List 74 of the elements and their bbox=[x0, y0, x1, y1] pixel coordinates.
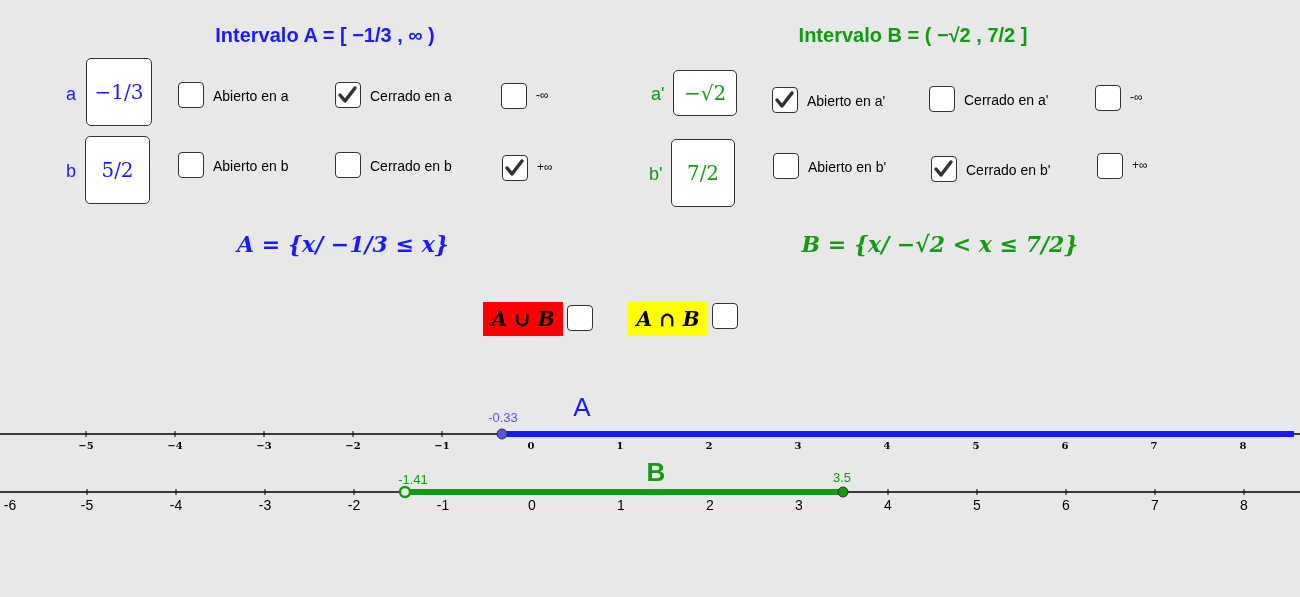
checkbox-label: Abierto en a' bbox=[807, 93, 886, 109]
checkbox bbox=[335, 152, 361, 178]
tick-label: 1 bbox=[616, 440, 624, 451]
tick-label: −4 bbox=[167, 440, 183, 451]
tick-label: 1 bbox=[617, 497, 625, 513]
tick-label: 3 bbox=[794, 440, 802, 451]
tick-label: 8 bbox=[1239, 440, 1247, 451]
checkbox bbox=[567, 305, 593, 331]
checkbox bbox=[178, 152, 204, 178]
set-operation-label: A ∩ B bbox=[628, 302, 708, 336]
set-formula: B = {x/ −√2 < x ≤ 7/2} bbox=[801, 231, 1079, 257]
checkbox-label: Cerrado en b' bbox=[966, 162, 1051, 178]
checkbox bbox=[929, 86, 955, 112]
checkbox-label: Abierto en b' bbox=[808, 159, 887, 175]
tick-label: 7 bbox=[1150, 440, 1158, 451]
tick-label: 0 bbox=[527, 440, 535, 451]
tick-label: -1 bbox=[436, 497, 450, 513]
tick-label: 5 bbox=[972, 440, 980, 451]
tick-label: -2 bbox=[347, 497, 361, 513]
checkbox-label: Cerrado en b bbox=[370, 158, 452, 174]
checkbox-label: Abierto en a bbox=[213, 88, 289, 104]
tick-label: -5 bbox=[80, 497, 94, 513]
checkbox-label: Abierto en b bbox=[213, 158, 289, 174]
tick-label: 2 bbox=[706, 497, 714, 513]
variable-label: b bbox=[66, 161, 76, 182]
checkbox bbox=[712, 303, 738, 329]
checked-checkbox bbox=[931, 156, 957, 182]
variable-label: a bbox=[66, 84, 76, 105]
tick-label: -6 bbox=[3, 497, 17, 513]
tick-label: -3 bbox=[258, 497, 272, 513]
tick-label: −5 bbox=[78, 440, 94, 451]
input-field: 5/2 bbox=[85, 136, 150, 204]
interval-title: Intervalo B = ( −√2 , 7/2 ] bbox=[798, 24, 1028, 47]
checkbox bbox=[178, 82, 204, 108]
tick-label: -4 bbox=[169, 497, 183, 513]
tick-label: −3 bbox=[256, 440, 272, 451]
checked-checkbox bbox=[335, 82, 361, 108]
input-field: −1/3 bbox=[86, 58, 152, 126]
tick-label: 2 bbox=[705, 440, 713, 451]
tick-label: −1 bbox=[434, 440, 450, 451]
checkbox bbox=[501, 83, 527, 109]
checkbox bbox=[1095, 85, 1121, 111]
checked-checkbox bbox=[772, 87, 798, 113]
set-formula: A = {x/ −1/3 ≤ x} bbox=[237, 231, 449, 257]
interval-title: Intervalo A = [ −1/3 , ∞ ) bbox=[215, 24, 435, 47]
checkbox-label: +∞ bbox=[537, 160, 553, 174]
tick-label: 4 bbox=[883, 440, 891, 451]
point-value: 3.5 bbox=[832, 470, 852, 485]
checkbox-label: -∞ bbox=[1130, 90, 1143, 104]
checkbox bbox=[1097, 153, 1123, 179]
checkbox-label: Cerrado en a bbox=[370, 88, 452, 104]
tick-label: 3 bbox=[795, 497, 803, 513]
checkbox bbox=[773, 153, 799, 179]
checkbox-label: Cerrado en a' bbox=[964, 92, 1049, 108]
tick-label: 8 bbox=[1240, 497, 1248, 513]
point-value: -0.33 bbox=[488, 410, 518, 425]
input-field: 7/2 bbox=[671, 139, 735, 207]
tick-label: −2 bbox=[345, 440, 361, 451]
tick-label: 7 bbox=[1151, 497, 1159, 513]
checkbox-label: +∞ bbox=[1132, 158, 1148, 172]
tick-label: 0 bbox=[528, 497, 536, 513]
interval-name: B bbox=[646, 457, 666, 488]
tick-label: 6 bbox=[1062, 497, 1070, 513]
variable-label: a' bbox=[651, 84, 665, 105]
tick-label: 4 bbox=[884, 497, 892, 513]
point-value: -1.41 bbox=[398, 472, 428, 487]
input-field: −√2 bbox=[673, 70, 737, 116]
variable-label: b' bbox=[649, 164, 663, 185]
tick-label: 5 bbox=[973, 497, 981, 513]
checkbox-label: -∞ bbox=[536, 88, 549, 102]
tick-label: 6 bbox=[1061, 440, 1069, 451]
checked-checkbox bbox=[502, 155, 528, 181]
interval-name: A bbox=[573, 392, 591, 423]
set-operation-label: A ∪ B bbox=[483, 302, 563, 336]
